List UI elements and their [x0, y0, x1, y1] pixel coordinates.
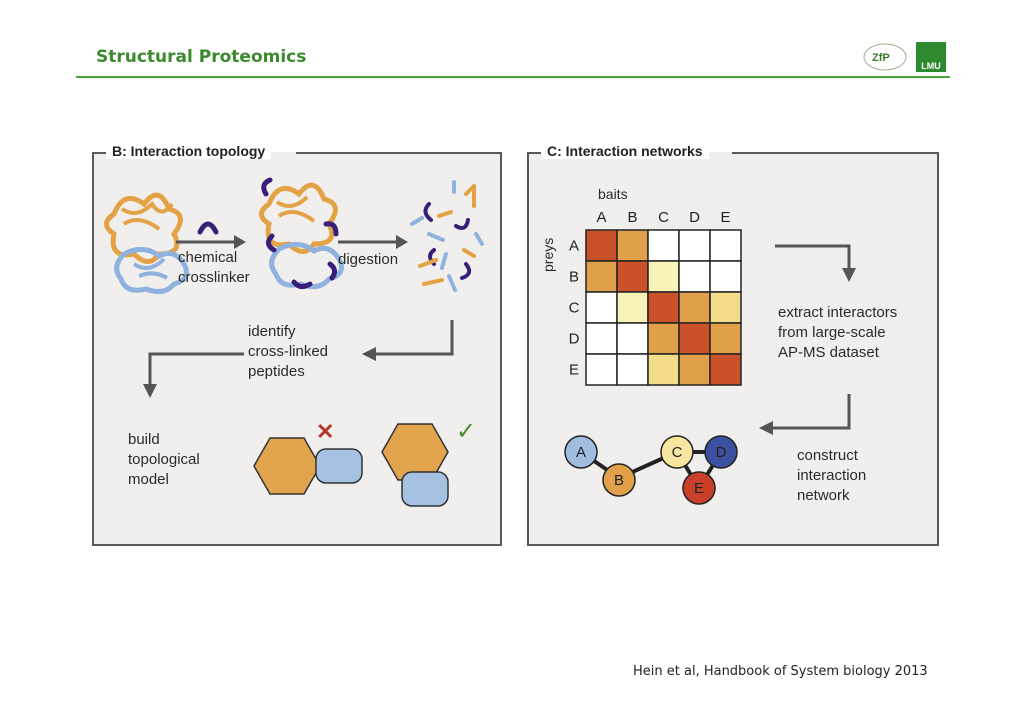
arrow-right-icon: [176, 235, 246, 249]
panel-c-title: C: Interaction networks: [541, 143, 709, 159]
matrix-cell: [709, 229, 742, 262]
matrix-cell: [647, 353, 680, 386]
page-title: Structural Proteomics: [96, 47, 307, 67]
matrix-row-label: E: [569, 362, 579, 379]
matrix-cell: [678, 353, 711, 386]
network-node-label: A: [576, 444, 586, 461]
network-node: [682, 471, 716, 505]
citation: Hein et al, Handbook of System biology 2…: [633, 664, 928, 679]
matrix-row-label: A: [569, 238, 579, 255]
check-mark: ✓: [456, 418, 476, 445]
matrix-cell: [585, 291, 618, 324]
matrix-cell: [709, 353, 742, 386]
zfp-logo-text: ZfP: [872, 52, 890, 64]
topology-graphics: ✕ ✓: [104, 177, 484, 507]
matrix-cell: [647, 229, 680, 262]
crosslinker-icon: [197, 221, 219, 235]
lmu-logo: LMU: [916, 42, 946, 72]
matrix-col-label: C: [658, 209, 669, 226]
elbow-arrow-icon: [759, 394, 851, 435]
matrix-cell: [678, 291, 711, 324]
matrix-row-label: B: [569, 269, 579, 286]
zfp-logo: ZfP: [862, 42, 908, 72]
panel-b-frame-left: [92, 152, 106, 154]
peptides-icon: [410, 180, 484, 292]
panel-b-frame-right: [296, 152, 500, 154]
baits-label: baits: [598, 186, 628, 202]
network-node: [660, 435, 694, 469]
digestion-label: digestion: [338, 251, 399, 268]
matrix-row-label: D: [569, 331, 580, 348]
correct-model-icon: [381, 423, 449, 507]
elbow-arrow-icon: [362, 320, 454, 361]
crosslinker-label: chemical crosslinker: [178, 249, 250, 286]
matrix-cell: [616, 229, 649, 262]
panel-c-frame-left: [527, 152, 541, 154]
network-node-label: D: [716, 444, 727, 461]
matrix-cell: [585, 353, 618, 386]
matrix-col-label: A: [596, 209, 606, 226]
network-node-label: E: [694, 480, 704, 497]
protein-complex-icon: [104, 192, 189, 295]
network-nodes: A B C D E: [564, 435, 738, 505]
matrix-col-label: D: [689, 209, 700, 226]
matrix-cell: [585, 260, 618, 293]
elbow-arrow-icon: [775, 244, 856, 282]
extract-label: extract interactors from large-scale AP-…: [778, 304, 898, 361]
matrix-col-label: E: [720, 209, 730, 226]
matrix-cell: [585, 229, 618, 262]
network-node: [564, 435, 598, 469]
crosslinked-complex-icon: [259, 177, 344, 290]
wrong-model-icon: [253, 437, 363, 495]
arrow-right-icon: [338, 235, 408, 249]
build-label: build topological model: [128, 431, 200, 488]
title-divider: [76, 76, 950, 78]
network-node-label: B: [614, 472, 624, 489]
wrong-mark: ✕: [316, 419, 334, 444]
lmu-logo-text: LMU: [921, 61, 941, 71]
construct-label: construct interaction network: [797, 447, 867, 504]
matrix-col-label: B: [627, 209, 637, 226]
elbow-arrow-icon: [143, 352, 244, 398]
matrix-row-label: C: [569, 300, 580, 317]
matrix-cell: [678, 322, 711, 355]
network-node: [704, 435, 738, 469]
network-node: [602, 463, 636, 497]
network-node-label: C: [672, 444, 683, 461]
identify-label: identify cross-linked peptides: [248, 323, 329, 380]
panel-b-title: B: Interaction topology: [106, 143, 272, 159]
panel-c-frame-right: [732, 152, 937, 154]
matrix-cell: [616, 291, 649, 324]
